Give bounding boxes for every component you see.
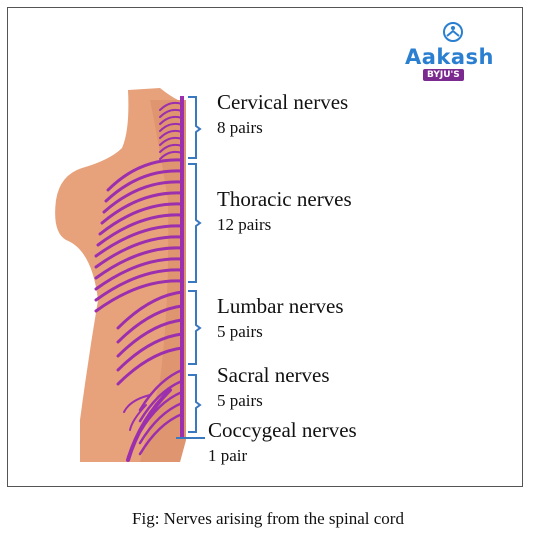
- nerve-branch: [102, 180, 184, 214]
- nerve-branch: [138, 368, 184, 412]
- group-name: Thoracic nerves: [217, 187, 352, 211]
- logo-emblem-icon: [443, 22, 463, 42]
- bracket-sacral: [188, 374, 202, 433]
- nerve-branch: [159, 122, 183, 132]
- group-name: Sacral nerves: [217, 363, 330, 387]
- nerve-branch: [100, 191, 184, 225]
- nerve-branch: [126, 388, 172, 462]
- group-brackets: [176, 96, 205, 439]
- nerve-branch: [116, 346, 184, 386]
- group-cervical: Cervical nerves 8 pairs: [217, 90, 348, 139]
- bracket-lumbar: [188, 290, 202, 365]
- group-name: Lumbar nerves: [217, 294, 344, 318]
- nerve-branch: [159, 136, 183, 146]
- group-name: Cervical nerves: [217, 90, 349, 114]
- nerve-branch: [138, 412, 184, 456]
- nerve-branch: [129, 404, 147, 431]
- nerve-branch: [116, 318, 184, 358]
- nerve-branch: [138, 401, 184, 445]
- nerve-branch: [94, 235, 184, 269]
- group-coccygeal: Coccygeal nerves 1 pair: [208, 418, 357, 467]
- logo-partner-badge: BYJU'S: [423, 69, 464, 81]
- nerve-branch: [159, 129, 183, 139]
- nerve-branch: [94, 224, 184, 258]
- group-name: Coccygeal nerves: [208, 418, 357, 442]
- logo-brand-text: Aakash: [405, 45, 495, 69]
- nerve-branch: [159, 143, 183, 153]
- group-pairs: 1 pair: [208, 446, 248, 465]
- group-thoracic: Thoracic nerves 12 pairs: [217, 187, 352, 236]
- brand-logo: Aakash BYJU'S: [405, 21, 501, 85]
- nerve-branch: [98, 202, 184, 236]
- nerve-branch: [94, 279, 184, 313]
- nerve-branches: [94, 101, 184, 462]
- figure-caption: Fig: Nerves arising from the spinal cord: [132, 509, 404, 528]
- group-sacral: Sacral nerves 5 pairs: [217, 363, 330, 412]
- nerve-branch: [106, 158, 184, 192]
- nerve-branch: [116, 304, 184, 344]
- nerve-branch: [159, 115, 183, 125]
- group-pairs: 12 pairs: [217, 215, 272, 234]
- nerve-branch: [94, 257, 184, 291]
- nerve-branch: [94, 268, 184, 302]
- nerve-branch: [116, 290, 184, 330]
- group-pairs: 8 pairs: [217, 118, 263, 137]
- nerve-branch: [123, 394, 151, 413]
- nerve-branch: [159, 108, 183, 118]
- nerve-branch: [96, 213, 184, 247]
- bracket-cervical: [188, 96, 202, 159]
- nerve-branch: [159, 150, 183, 160]
- group-pairs: 5 pairs: [217, 391, 263, 410]
- group-pairs: 5 pairs: [217, 322, 263, 341]
- nerve-branch: [159, 101, 183, 111]
- torso-shade: [140, 100, 186, 462]
- nerve-branch: [104, 169, 184, 203]
- nerve-branch: [116, 332, 184, 372]
- nerve-branch: [94, 246, 184, 280]
- nerve-branch: [138, 379, 184, 423]
- bracket-thoracic: [188, 163, 202, 283]
- group-lumbar: Lumbar nerves 5 pairs: [217, 294, 344, 343]
